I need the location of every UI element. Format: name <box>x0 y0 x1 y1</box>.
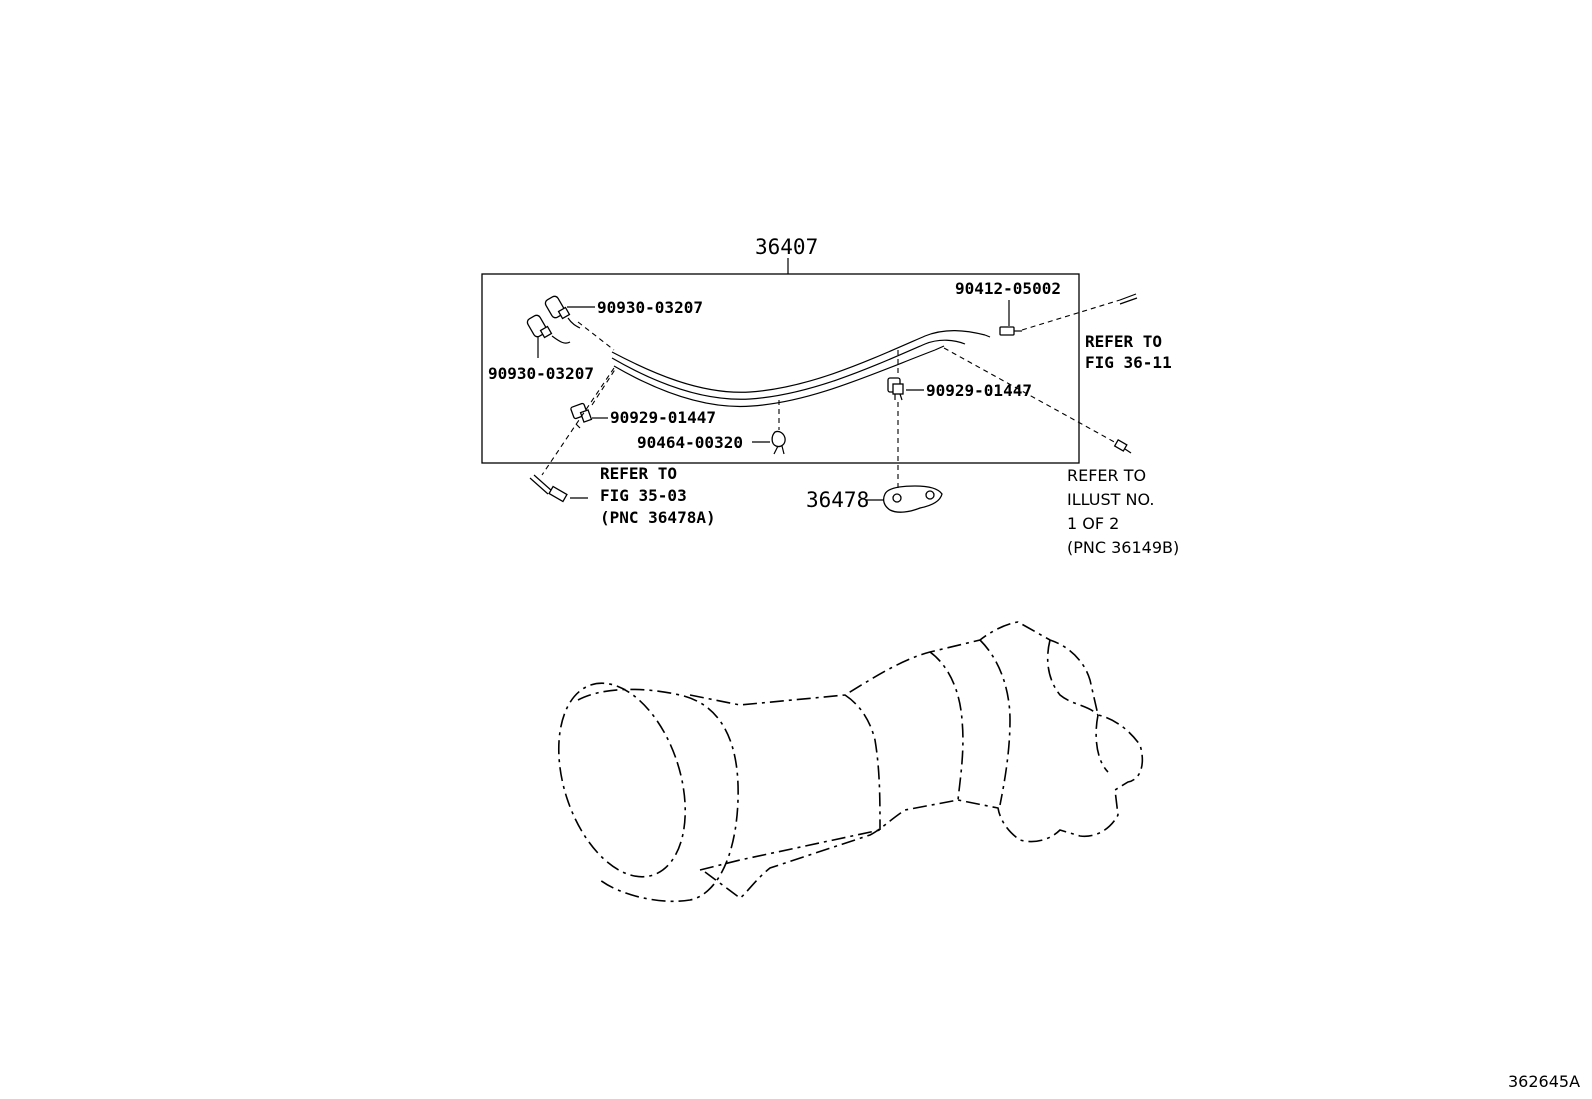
ref-35-03-line-2[interactable]: FIG 35-03 <box>600 486 687 505</box>
ref-36-11-line-1[interactable]: REFER TO <box>1085 332 1162 351</box>
assembly-number[interactable]: 36407 <box>755 235 818 259</box>
clip-callout[interactable]: 90464-00320 <box>637 433 743 452</box>
ref-illust-line-2[interactable]: ILLUST NO. <box>1067 490 1154 509</box>
illust-connector-part[interactable] <box>1113 439 1132 454</box>
figure-id: 362645A <box>1508 1072 1580 1091</box>
sensor-lower-callout[interactable]: 90930-03207 <box>488 364 594 383</box>
ref-illust-line-1[interactable]: REFER TO <box>1067 466 1146 485</box>
ref-36-11-line-2[interactable]: FIG 36-11 <box>1085 353 1172 372</box>
ref-36-11-stub <box>1119 293 1138 305</box>
illust-ref-dash <box>943 347 1119 445</box>
ref-35-03-line-1[interactable]: REFER TO <box>600 464 677 483</box>
sensor-upper-part[interactable] <box>544 295 581 329</box>
bolt-ref-dash <box>1021 299 1121 331</box>
clamp-right-callout[interactable]: 90929-01447 <box>926 381 1032 400</box>
fig-35-03-connector-part[interactable] <box>529 474 568 503</box>
transmission-outline <box>557 621 1144 903</box>
assembly-frame <box>481 273 1080 464</box>
bracket-callout[interactable]: 36478 <box>806 488 869 512</box>
sensor-harness-dash <box>577 321 615 351</box>
clamp-left-callout[interactable]: 90929-01447 <box>610 408 716 427</box>
sensor-upper-callout[interactable]: 90930-03207 <box>597 298 703 317</box>
clamp-left-dash <box>591 367 617 406</box>
clip-part[interactable] <box>771 430 786 455</box>
fig-35-03-dash <box>541 367 615 476</box>
ref-35-03-line-3[interactable]: (PNC 36478A) <box>600 508 716 527</box>
bolt-part[interactable] <box>999 326 1022 336</box>
ref-illust-line-3[interactable]: 1 OF 2 <box>1067 514 1119 533</box>
wire-harness[interactable] <box>611 330 991 408</box>
ref-illust-line-4[interactable]: (PNC 36149B) <box>1067 538 1179 557</box>
bracket-part[interactable] <box>883 485 943 513</box>
clamp-right-part[interactable] <box>887 377 904 401</box>
sensor-lower-part[interactable] <box>526 314 571 344</box>
bolt-callout[interactable]: 90412-05002 <box>955 279 1061 298</box>
